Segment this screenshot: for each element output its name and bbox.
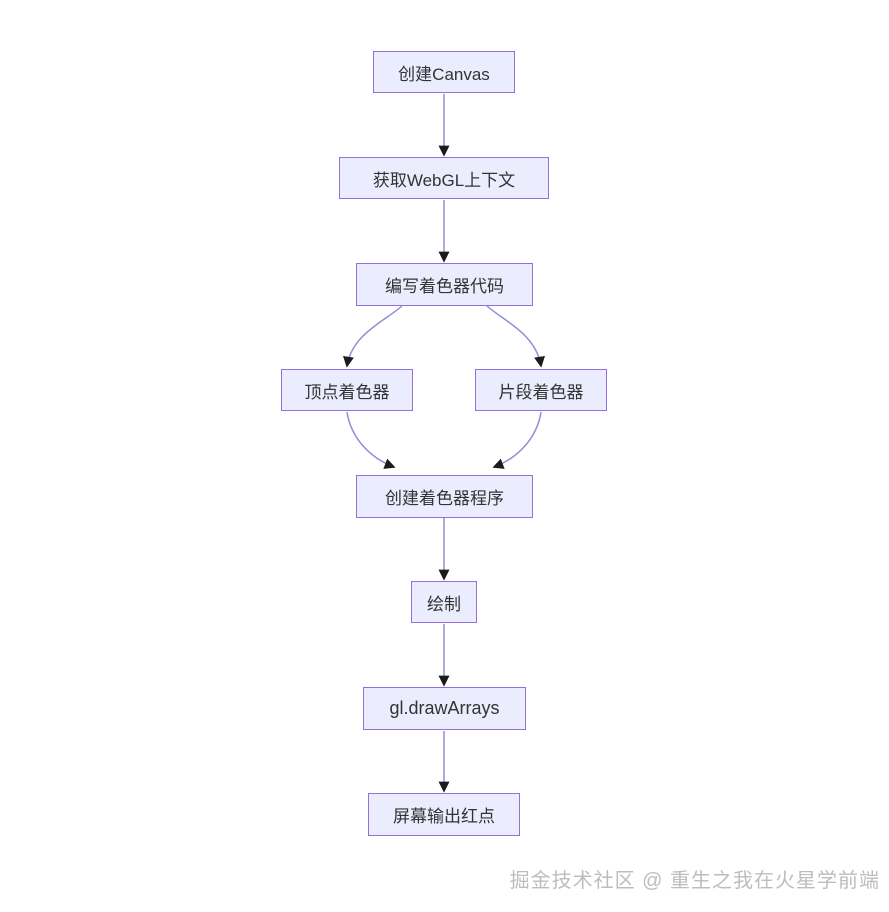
- node-get-webgl-context: 获取WebGL上下文: [339, 157, 549, 199]
- node-fragment-shader: 片段着色器: [475, 369, 607, 411]
- edge-fragment-shader-to-create-shader-program: [492, 411, 542, 469]
- node-create-shader-program: 创建着色器程序: [356, 475, 533, 518]
- node-create-canvas: 创建Canvas: [373, 51, 515, 93]
- edge-write-shader-code-to-vertex-shader: [343, 305, 403, 368]
- node-gl-drawarrays: gl.drawArrays: [363, 687, 526, 730]
- node-write-shader-code-label: 编写着色器代码: [385, 277, 504, 296]
- node-create-shader-program-label: 创建着色器程序: [385, 489, 504, 508]
- node-screen-output-red-dot-label: 屏幕输出红点: [393, 807, 495, 826]
- node-create-canvas-label: 创建Canvas: [398, 64, 490, 84]
- node-draw: 绘制: [411, 581, 477, 623]
- node-get-webgl-context-label: 获取WebGL上下文: [372, 170, 516, 190]
- node-vertex-shader: 顶点着色器: [281, 369, 413, 411]
- node-fragment-shader-label: 片段着色器: [498, 382, 584, 402]
- watermark: 掘金技术社区 @ 重生之我在火星学前端: [509, 870, 880, 892]
- node-write-shader-code: 编写着色器代码: [356, 263, 533, 306]
- edge-vertex-shader-to-create-shader-program: [346, 411, 396, 469]
- node-gl-drawarrays-label: gl.drawArrays: [389, 698, 500, 718]
- edge-write-shader-code-to-fragment-shader: [486, 305, 545, 368]
- node-screen-output-red-dot: 屏幕输出红点: [368, 793, 520, 836]
- node-vertex-shader-label: 顶点着色器: [304, 382, 390, 402]
- node-draw-label: 绘制: [427, 594, 461, 614]
